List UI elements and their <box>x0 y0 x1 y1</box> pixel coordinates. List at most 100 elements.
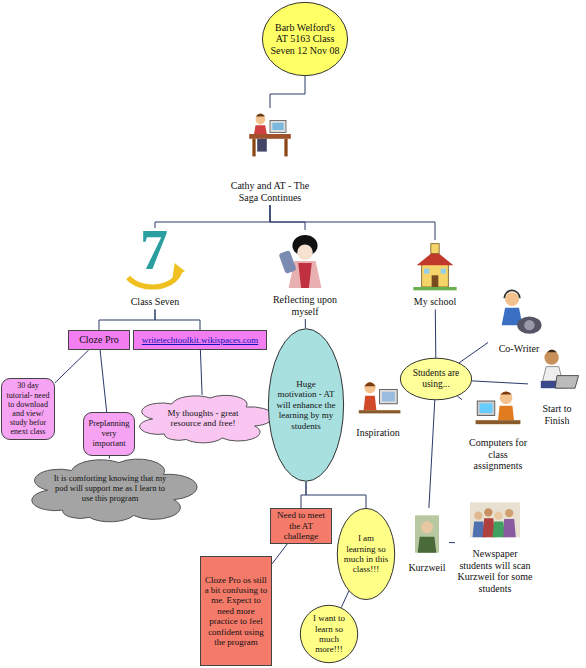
thought-ellipse: I want to learn so much more!!! <box>300 605 358 663</box>
connector-line <box>457 396 462 400</box>
icon-node: Start to Finish <box>528 343 586 428</box>
node-text: Cloze Pro <box>79 334 119 346</box>
svg-rect <box>470 502 520 537</box>
connector-line <box>270 76 305 108</box>
svg-rect <box>480 403 493 413</box>
connector-line <box>459 343 488 363</box>
svg-rect <box>476 420 521 424</box>
icon-node: Kurzweil <box>405 508 449 576</box>
svg-ellipse <box>517 316 541 333</box>
connector-line <box>155 310 200 331</box>
node-text: Students are using... <box>406 368 466 390</box>
node-text: Inspiration <box>356 427 399 439</box>
svg-rect <box>477 401 495 415</box>
svg-circle <box>494 512 502 520</box>
node-text: Cathy and AT - The Saga Continues <box>230 180 310 203</box>
svg-path <box>418 537 437 553</box>
note-box: 30 day tutorial- need to download and vi… <box>1 378 55 440</box>
svg-path <box>298 263 312 288</box>
connector-line <box>99 310 155 331</box>
node-text: Class Seven <box>131 296 180 308</box>
svg-path <box>555 376 578 389</box>
svg-circle <box>421 521 433 533</box>
connector-line <box>109 456 110 459</box>
svg-ellipse <box>337 508 394 599</box>
svg-rect <box>441 269 446 274</box>
svg-rect <box>422 264 449 287</box>
node-text: Barb Welford's AT 5163 Class Seven 12 No… <box>270 22 340 57</box>
connector-line <box>270 205 435 240</box>
svg-ellipse <box>300 605 357 662</box>
svg-path <box>32 459 197 522</box>
svg-circle <box>505 509 513 517</box>
svg-path <box>254 125 267 134</box>
svg-rect <box>272 123 283 130</box>
icon-node: Computers for class assignments <box>462 383 534 474</box>
svg-path <box>504 290 520 298</box>
node-text: Co-Writer <box>499 343 540 355</box>
thought-cloud: My thoughts - great resource and free! <box>143 393 263 443</box>
node-text: It is comforting knowing that my pod wil… <box>52 474 168 503</box>
icon-node: Newspaper students will scan Kurzweil fo… <box>455 492 535 596</box>
node-text: My school <box>414 296 457 308</box>
svg-circle <box>484 508 492 516</box>
connector-line <box>301 482 306 508</box>
reflection-ellipse: Huge motivation - AT will enhance the le… <box>268 328 344 482</box>
svg-path <box>500 391 511 394</box>
clip-art <box>350 375 406 423</box>
node-text: I want to learn so much more!!! <box>305 613 353 654</box>
clip-art <box>407 510 447 558</box>
connector-line <box>100 350 107 412</box>
svg-rect <box>279 250 297 274</box>
clip-art <box>464 385 532 433</box>
connector-line <box>55 350 89 383</box>
process-box: Cloze Pro <box>68 330 130 350</box>
clip-art <box>457 494 533 544</box>
process-box: Need to meet the AT challenge <box>270 508 332 544</box>
thought-ellipse: I am learning so much in this class!!! <box>337 508 395 600</box>
node-text: Newspaper students will scan Kurzweil fo… <box>457 548 533 594</box>
hub-ellipse: Students are using... <box>400 358 472 400</box>
svg-ellipse <box>400 358 471 400</box>
svg-circle <box>500 391 513 404</box>
svg-rect <box>252 139 255 157</box>
svg-rect <box>424 269 429 274</box>
svg-circle <box>544 350 558 364</box>
svg-rect <box>380 389 398 403</box>
svg-circle <box>474 512 482 520</box>
clip-art <box>402 242 468 292</box>
node-text: Preplanning very important <box>86 419 132 448</box>
clip-art <box>272 232 338 290</box>
connector-line <box>306 482 366 508</box>
node-text: Need to meet the AT challenge <box>273 510 329 541</box>
svg-circle <box>505 292 519 306</box>
svg-rect <box>382 392 395 402</box>
node-text: writetechtoolkit.wikispaces.com <box>142 335 258 345</box>
svg-path <box>364 382 375 386</box>
svg-path <box>498 406 514 420</box>
svg-rect <box>284 139 287 157</box>
svg-circle <box>297 245 312 260</box>
connector-line <box>200 350 202 395</box>
icon-node: Reflecting upon myself <box>270 230 340 319</box>
svg-rect <box>249 134 291 139</box>
svg-rect <box>270 120 286 132</box>
clip-art <box>490 287 548 339</box>
svg-rect <box>415 515 439 552</box>
connector-line <box>435 310 437 359</box>
node-text: Huge motivation - AT will enhance the le… <box>276 379 336 431</box>
title-ellipse: Barb Welford's AT 5163 Class Seven 12 No… <box>262 2 348 76</box>
node-text: Kurzweil <box>408 562 445 574</box>
icon-node: Inspiration <box>348 373 408 441</box>
connector-line <box>472 381 528 384</box>
svg-rect <box>431 244 439 254</box>
connector-line <box>449 542 455 543</box>
icon-node: Cathy and AT - The Saga Continues <box>228 108 312 205</box>
svg-path <box>140 395 274 443</box>
node-text: Cloze Pro os still a bit confusing to me… <box>203 575 269 647</box>
clip-art <box>230 110 310 158</box>
svg-rect <box>359 410 401 413</box>
connector-line <box>155 205 270 228</box>
node-text: Reflecting upon myself <box>272 294 338 317</box>
